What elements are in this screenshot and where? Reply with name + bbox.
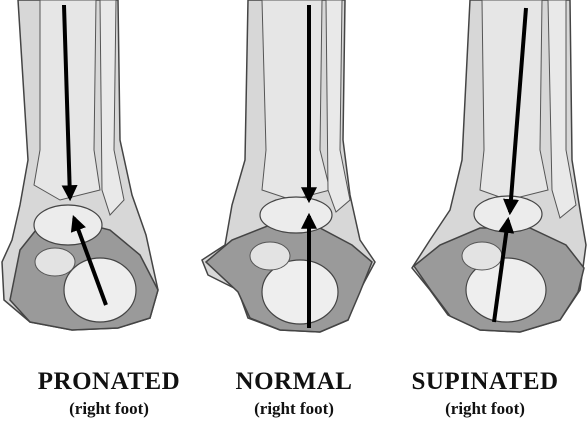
caption-subtitle: (right foot)	[385, 399, 585, 419]
caption-normal: NORMAL (right foot)	[194, 368, 394, 419]
caption-pronated: PRONATED (right foot)	[9, 368, 209, 419]
normal-tibia	[262, 0, 330, 200]
caption-supinated: SUPINATED (right foot)	[385, 368, 585, 419]
caption-subtitle: (right foot)	[194, 399, 394, 419]
caption-title: PRONATED	[9, 368, 209, 396]
normal-talus	[260, 197, 332, 233]
caption-title: SUPINATED	[385, 368, 585, 396]
normal-fibula	[326, 0, 350, 212]
pronated-talus	[34, 205, 102, 245]
caption-subtitle: (right foot)	[9, 399, 209, 419]
supinated-foot-illustration	[412, 0, 586, 332]
caption-title: NORMAL	[194, 368, 394, 396]
pronated-foot-illustration	[2, 0, 158, 330]
pronated-fibula	[100, 0, 124, 215]
normal-foot-illustration	[202, 0, 375, 332]
